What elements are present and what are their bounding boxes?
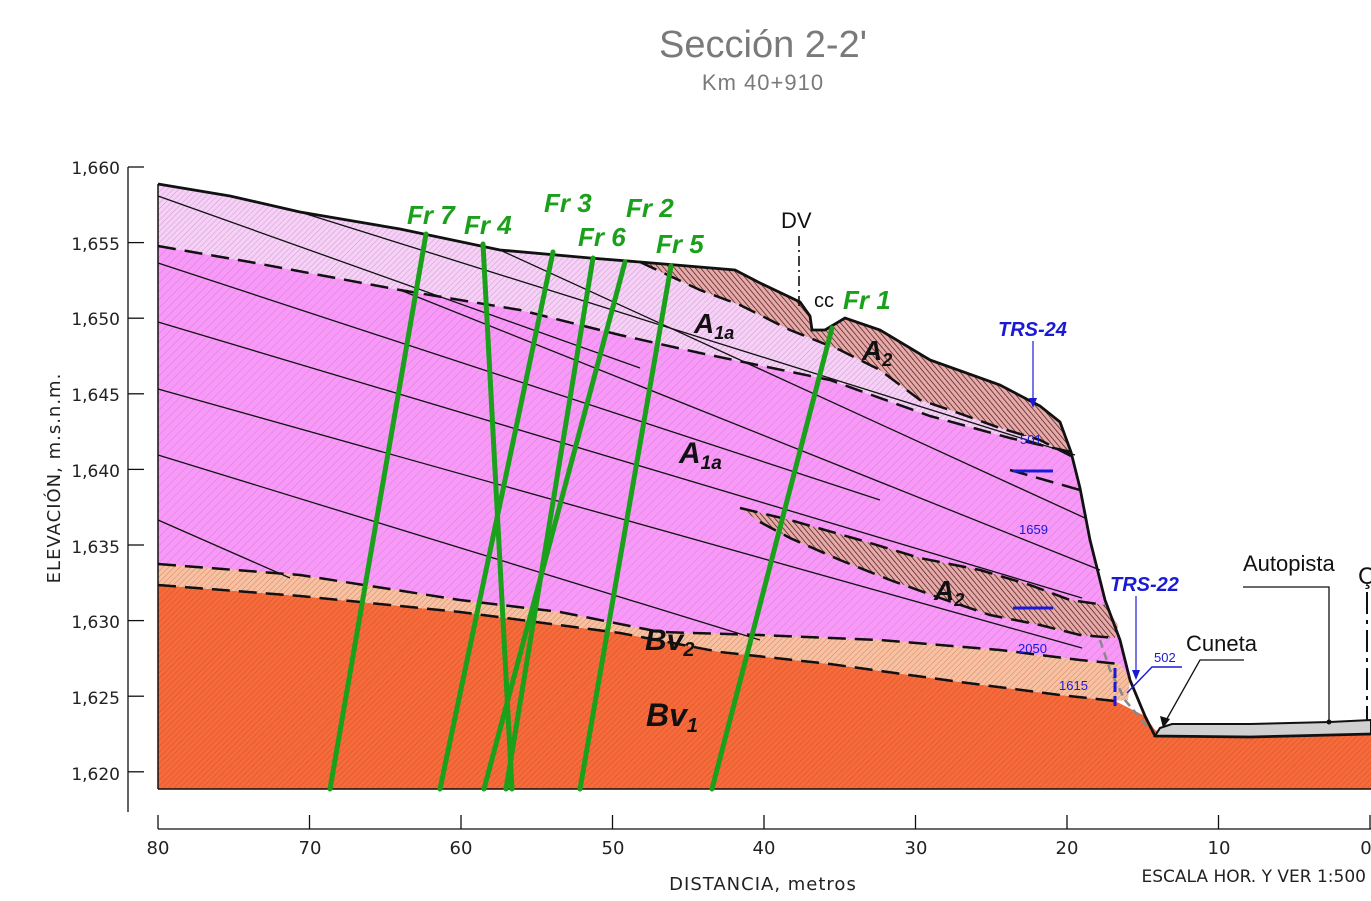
value-502: 502 — [1154, 650, 1176, 665]
y-tick-label: 1,660 — [71, 159, 120, 179]
slope-dashed-grey — [1098, 639, 1151, 731]
unit-label-a1a-upper: A1a — [693, 308, 734, 343]
y-tick-label: 1,645 — [71, 386, 120, 406]
x-tick-label: 10 — [1208, 838, 1231, 859]
unit-label-a2-lens: A2 — [933, 575, 964, 610]
value-1615: 1615 — [1059, 678, 1088, 693]
layer-bv2 — [158, 564, 1130, 701]
trs22-label: TRS-22 — [1110, 574, 1179, 596]
unit-label-a2-upper: A2 — [861, 335, 892, 370]
centerline-icon: Ç — [1358, 563, 1371, 590]
value-2050: 2050 — [1018, 641, 1047, 656]
trs24-arrow — [1029, 398, 1037, 408]
fracture-label-fr1: Fr 1 — [843, 285, 891, 315]
fracture-label-fr5: Fr 5 — [656, 229, 704, 259]
layer-a2-lens — [740, 508, 1118, 638]
x-tick-label: 60 — [450, 838, 473, 859]
plot-frame — [157, 184, 1371, 790]
y-tick-label: 1,630 — [71, 613, 120, 633]
bedding-lines — [157, 195, 1101, 649]
y-tick-label: 1,650 — [71, 310, 120, 330]
x-tick-label: 20 — [1056, 838, 1079, 859]
ground-surface — [157, 182, 1371, 739]
scale-note: ESCALA HOR. Y VER 1:500 — [1142, 867, 1366, 887]
y-tick-label: 1,620 — [71, 765, 120, 785]
layer-a1a-upper — [158, 184, 1071, 452]
x-tick-label: 40 — [753, 838, 776, 859]
cuneta-leader — [1163, 659, 1244, 725]
fracture-label-fr3: Fr 3 — [544, 188, 592, 218]
y-axis-title: ELEVACIÓN, m.s.n.m. — [43, 373, 65, 584]
value-1659: 1659 — [1019, 522, 1048, 537]
x-tick-label: 50 — [602, 838, 625, 859]
dv-label: DV — [781, 208, 812, 233]
x-tick-label: 0 — [1360, 838, 1371, 859]
y-axis — [127, 166, 144, 812]
section-title: Sección 2-2' — [659, 24, 867, 66]
fracture-label-fr2: Fr 2 — [626, 193, 674, 223]
section-subtitle: Km 40+910 — [702, 70, 824, 95]
unit-label-a1a-main: A1a — [678, 437, 722, 474]
unit-label-bv2: Bv2 — [645, 624, 694, 661]
autopista-leader — [1243, 586, 1330, 720]
autopista-label: Autopista — [1243, 551, 1335, 576]
layer-a2-upper — [640, 262, 1071, 456]
autopista-point — [1326, 719, 1332, 725]
x-tick-label: 80 — [147, 838, 170, 859]
fracture-label-fr6: Fr 6 — [578, 222, 626, 252]
y-tick-label: 1,655 — [71, 235, 120, 255]
cuneta-label: Cuneta — [1186, 631, 1258, 656]
y-tick-label: 1,640 — [71, 462, 120, 482]
fracture-label-fr4: Fr 4 — [464, 210, 512, 240]
unit-label-bv1: Bv1 — [646, 697, 698, 737]
x-tick-label: 30 — [905, 838, 928, 859]
value-501: 501 — [1020, 432, 1042, 447]
y-tick-label: 1,625 — [71, 689, 120, 709]
value-502-leader — [1126, 666, 1182, 694]
cuneta-arrow — [1160, 716, 1170, 728]
x-axis-title: DISTANCIA, metros — [669, 874, 857, 895]
y-tick-label: 1,635 — [71, 538, 120, 558]
trs22-arrow — [1132, 670, 1140, 680]
contact-lines — [157, 244, 1121, 703]
cc-label: cc — [814, 290, 834, 312]
layer-bv1 — [158, 585, 1371, 789]
trs24-label: TRS-24 — [998, 319, 1067, 341]
x-tick-label: 70 — [299, 838, 322, 859]
x-axis — [157, 815, 1371, 830]
fracture-label-fr7: Fr 7 — [407, 200, 456, 230]
fracture-lines — [327, 231, 835, 792]
